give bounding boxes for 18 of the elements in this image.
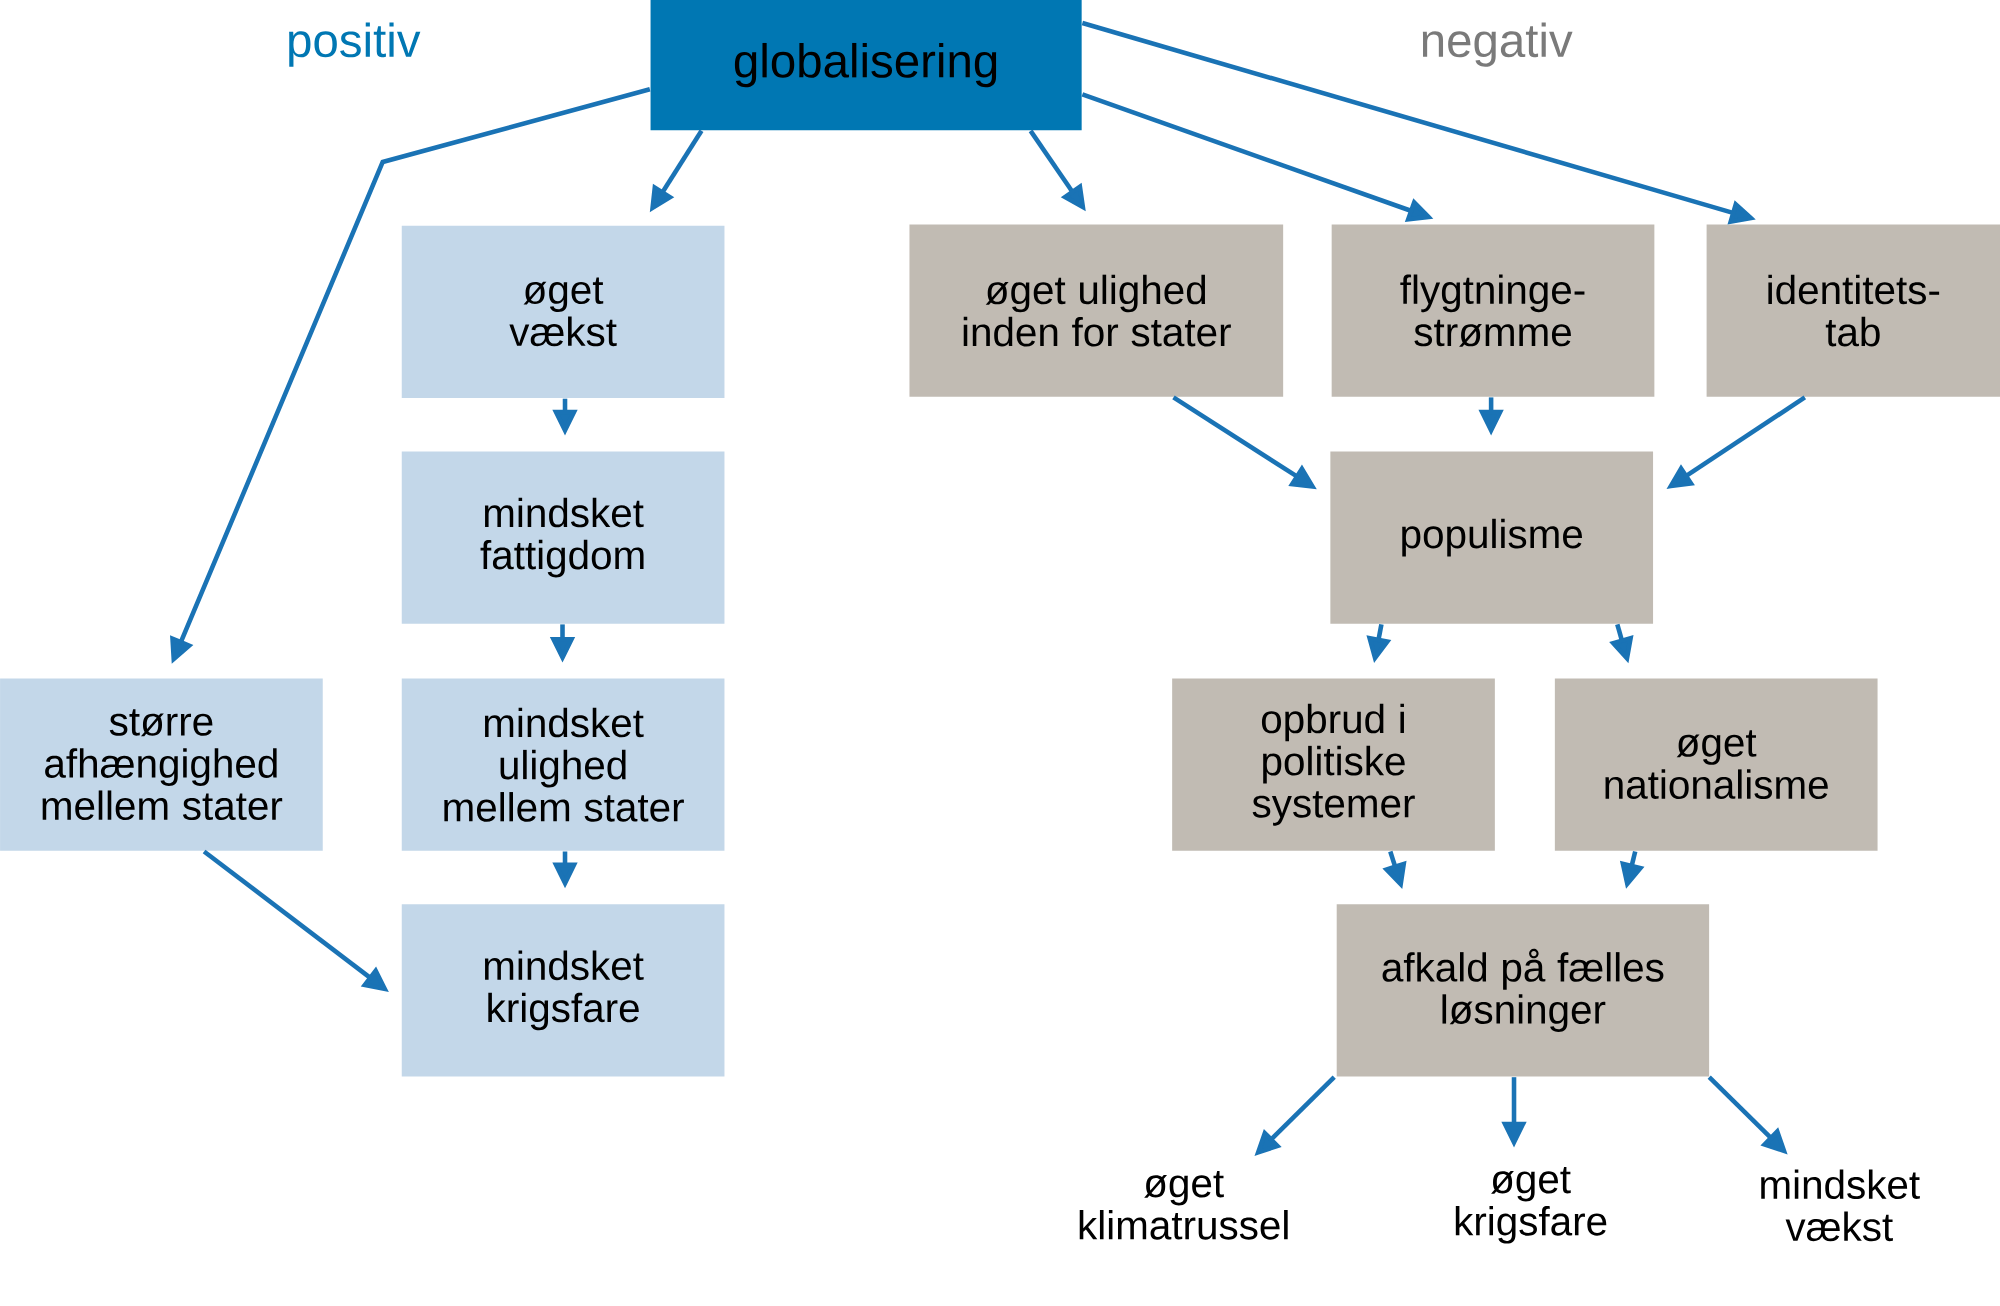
positive-box: mindsket fattigdom <box>401 451 725 624</box>
negative-box: populisme <box>1330 451 1654 624</box>
outcome-text: øget krigsfare <box>1455 1166 1607 1244</box>
positive-box: mindsket krigsfare <box>401 904 725 1077</box>
heading-label: negativ <box>1422 22 1573 67</box>
negative-box: flygtninge-strømme <box>1331 224 1655 397</box>
positive-box: større afhængighed mellem stater <box>0 678 323 851</box>
topic-box: globalisering <box>650 0 1082 131</box>
heading-label: positiv <box>289 22 421 67</box>
negative-box: identitets-tab <box>1706 224 2000 397</box>
positive-box: mindsket ulighed mellem stater <box>401 678 725 851</box>
outcome-text: øget klimatrussel <box>1079 1170 1288 1240</box>
positive-box: øget vækst <box>401 225 725 398</box>
negative-box: opbrud i politiske systemer <box>1172 678 1495 851</box>
negative-box: øget ulighed inden for stater <box>909 224 1284 397</box>
outcome-text: mindsket vækst <box>1761 1169 1920 1242</box>
negative-box: øget nationalisme <box>1554 678 1878 851</box>
negative-box: afkald på fælles løsninger <box>1336 904 1710 1077</box>
